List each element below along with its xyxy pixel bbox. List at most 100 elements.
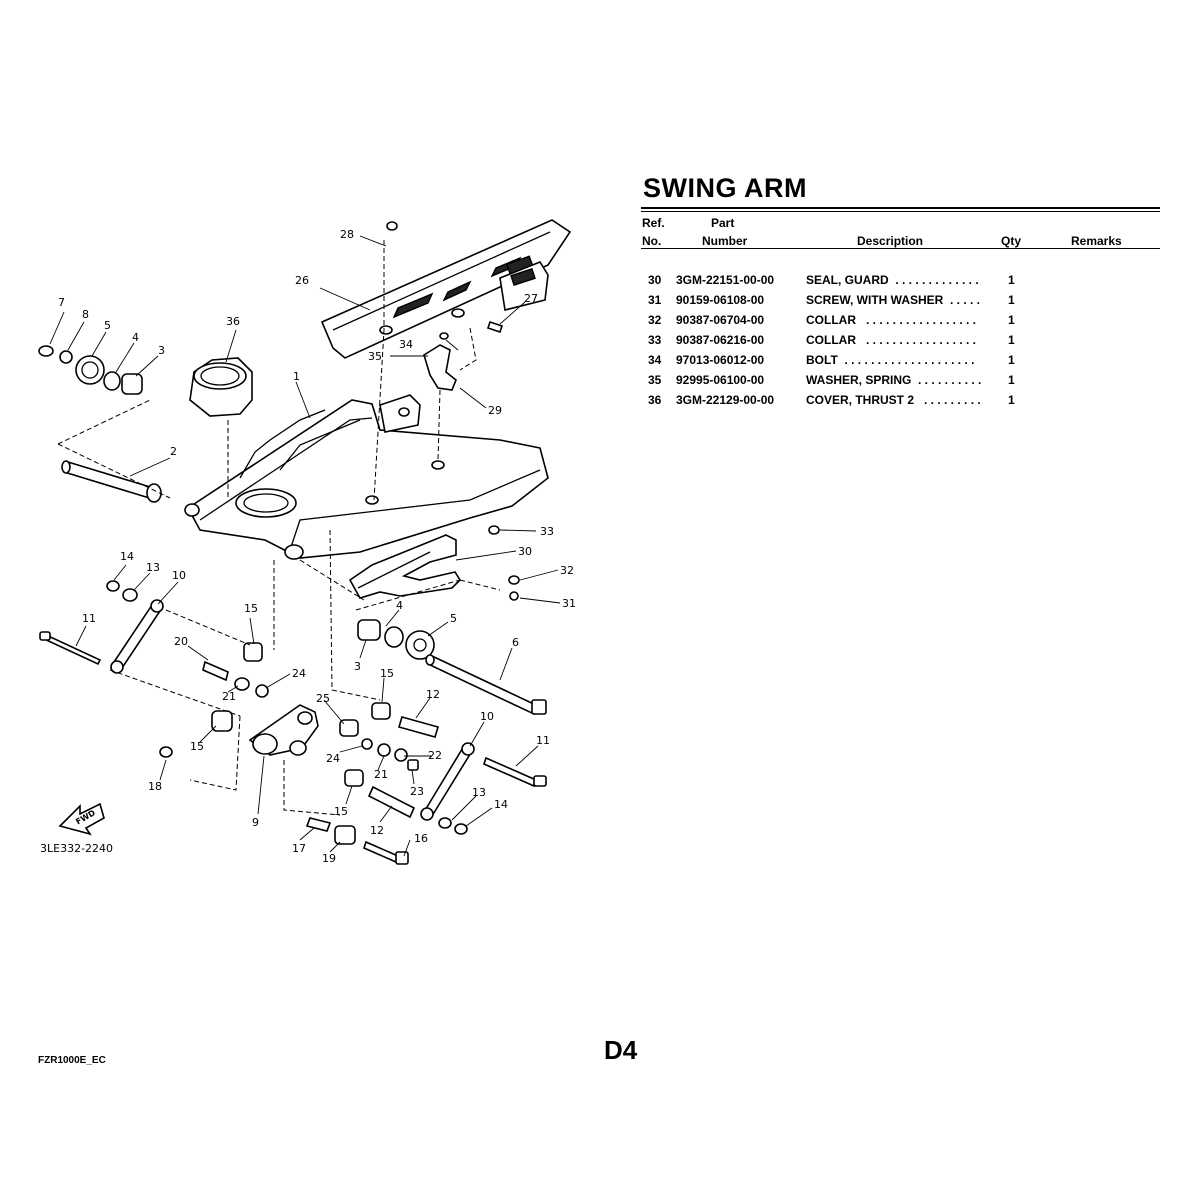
- header-rule: [641, 248, 1160, 249]
- callout: 1: [293, 370, 300, 383]
- exploded-parts-diagram: FWD: [38, 219, 576, 865]
- description-cell: BOLT . . . . . . . . . . . . . . . . . .…: [806, 353, 975, 367]
- pivot-bearing-set-drawing: [38, 345, 143, 395]
- callout: 33: [540, 525, 554, 538]
- description-cell: SEAL, GUARD . . . . . . . . . . . . .: [806, 273, 979, 287]
- table-row: 32 90387-06704-00 COLLAR . . . . . . . .…: [641, 313, 1160, 331]
- callout: 31: [562, 597, 576, 610]
- callout: 2: [170, 445, 177, 458]
- header-remarks: Remarks: [1071, 234, 1122, 248]
- callout: 19: [322, 852, 336, 865]
- qty-cell: 1: [1008, 293, 1015, 307]
- diagram-code: 3LE332-2240: [40, 842, 113, 855]
- callout: 21: [374, 768, 388, 781]
- part-number-cell: 3GM-22151-00-00: [676, 273, 775, 287]
- ref-cell: 36: [648, 393, 662, 407]
- ref-cell: 34: [648, 353, 662, 367]
- callout: 27: [524, 292, 538, 305]
- callout: 28: [340, 228, 354, 241]
- fwd-arrow: FWD: [58, 802, 105, 836]
- callout: 30: [518, 545, 532, 558]
- callout: 26: [295, 274, 309, 287]
- callout: 29: [488, 404, 502, 417]
- description-cell: WASHER, SPRING . . . . . . . . . .: [806, 373, 982, 387]
- callout: 34: [399, 338, 413, 351]
- callout: 14: [494, 798, 508, 811]
- section-title: SWING ARM: [643, 173, 807, 203]
- callout: 13: [472, 786, 486, 799]
- ref-cell: 35: [648, 373, 662, 387]
- callout: 11: [82, 612, 96, 625]
- callout: 9: [252, 816, 259, 829]
- callout: 22: [428, 749, 442, 762]
- part-number-cell: 92995-06100-00: [676, 373, 765, 387]
- callout: 12: [426, 688, 440, 701]
- table-row: 36 3GM-22129-00-00 COVER, THRUST 2 . . .…: [641, 393, 1160, 411]
- qty-cell: 1: [1008, 273, 1015, 287]
- callout: 10: [172, 569, 186, 582]
- part-number-cell: 97013-06012-00: [676, 353, 765, 367]
- callout: 15: [190, 740, 204, 753]
- table-row: 30 3GM-22151-00-00 SEAL, GUARD . . . . .…: [641, 273, 1160, 291]
- rear-bearing-set-drawing: [357, 619, 435, 660]
- callout: 6: [512, 636, 519, 649]
- callout: 5: [104, 319, 111, 332]
- qty-cell: 1: [1008, 333, 1015, 347]
- callout: 16: [414, 832, 428, 845]
- callout: 15: [334, 805, 348, 818]
- qty-cell: 1: [1008, 313, 1015, 327]
- seal-guard-drawing: [348, 534, 462, 599]
- part-number-cell: 90159-06108-00: [676, 293, 765, 307]
- callout: 14: [120, 550, 134, 563]
- table-row: 31 90159-06108-00 SCREW, WITH WASHER . .…: [641, 293, 1160, 311]
- qty-cell: 1: [1008, 393, 1015, 407]
- callout: 24: [292, 667, 306, 680]
- description-cell: SCREW, WITH WASHER . . . . .: [806, 293, 981, 307]
- callout: 10: [480, 710, 494, 723]
- callout: 32: [560, 564, 574, 577]
- part-number-cell: 90387-06216-00: [676, 333, 765, 347]
- callout: 24: [326, 752, 340, 765]
- header-qty: Qty: [1001, 234, 1022, 248]
- axle-drawing: [425, 654, 547, 716]
- header-no: No.: [642, 234, 662, 248]
- header-part: Part: [711, 216, 735, 230]
- description-cell: COLLAR . . . . . . . . . . . . . . . . .: [806, 313, 977, 327]
- ref-cell: 31: [648, 293, 662, 307]
- table-row: 35 92995-06100-00 WASHER, SPRING . . . .…: [641, 373, 1160, 391]
- callout: 20: [174, 635, 188, 648]
- pivot-shaft-drawing: [61, 460, 162, 503]
- part-number-cell: 3GM-22129-00-00: [676, 393, 775, 407]
- callout: 8: [82, 308, 89, 321]
- table-row: 33 90387-06216-00 COLLAR . . . . . . . .…: [641, 333, 1160, 351]
- callout: 25: [316, 692, 330, 705]
- alignment-lines: [57, 240, 501, 816]
- callout: 18: [148, 780, 162, 793]
- ref-cell: 30: [648, 273, 662, 287]
- callout: 36: [226, 315, 240, 328]
- title-rule-thin: [641, 211, 1160, 212]
- callout: 12: [370, 824, 384, 837]
- callout: 35: [368, 350, 382, 363]
- table-row: 34 97013-06012-00 BOLT . . . . . . . . .…: [641, 353, 1160, 371]
- callout: 13: [146, 561, 160, 574]
- callout: 15: [380, 667, 394, 680]
- callout: 11: [536, 734, 550, 747]
- ref-cell: 32: [648, 313, 662, 327]
- header-description: Description: [857, 234, 924, 248]
- callout: 3: [354, 660, 361, 673]
- callout-labels: 7 8 5 4 3 36 2 1 28 26 27 34 35 29 33 30…: [58, 228, 576, 865]
- header-ref: Ref.: [642, 216, 665, 230]
- page-code: D4: [604, 1035, 638, 1065]
- swing-arm-drawing: [184, 255, 549, 560]
- callout: 21: [222, 690, 236, 703]
- description-cell: COVER, THRUST 2 . . . . . . . . .: [806, 393, 981, 407]
- ref-cell: 33: [648, 333, 662, 347]
- callout: 17: [292, 842, 306, 855]
- linkage-drawing: [39, 580, 547, 865]
- model-code: FZR1000E_EC: [38, 1055, 106, 1066]
- qty-cell: 1: [1008, 353, 1015, 367]
- callout: 3: [158, 344, 165, 357]
- thrust-cover-drawing: [189, 357, 253, 417]
- header-number: Number: [702, 234, 748, 248]
